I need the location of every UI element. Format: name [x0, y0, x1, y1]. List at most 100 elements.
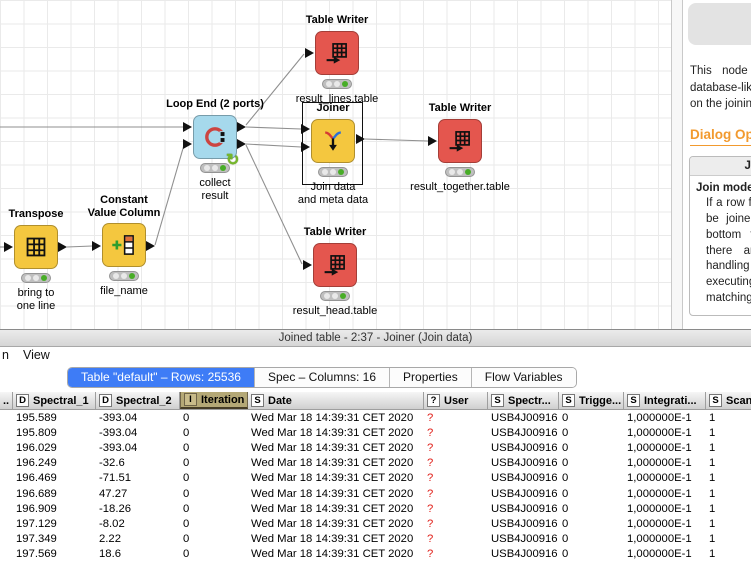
table-cell[interactable]: Wed Mar 18 14:39:31 CET 2020 [251, 533, 414, 546]
canvas-scrollbar[interactable] [671, 0, 683, 329]
table-cell[interactable]: 0 [562, 457, 569, 470]
table-cell[interactable]: USB4J00916 [491, 548, 558, 561]
table-cell[interactable]: -393.04 [99, 411, 138, 424]
table-cell[interactable]: 195.809 [16, 426, 57, 439]
table-cell[interactable]: ? [427, 502, 434, 515]
column-header-..[interactable]: .. [0, 392, 13, 409]
table-cell[interactable]: 196.469 [16, 472, 57, 485]
table-cell[interactable]: 1,000000E-1 [627, 487, 692, 500]
table-cell[interactable]: Wed Mar 18 14:39:31 CET 2020 [251, 472, 414, 485]
node-loop-end[interactable]: Loop End (2 ports) collect result [155, 98, 275, 203]
loop-end-icon[interactable] [193, 114, 237, 159]
table-cell[interactable]: 196.249 [16, 457, 57, 470]
table-cell[interactable]: 1 [709, 441, 716, 454]
tab-properties[interactable]: Properties [389, 367, 471, 387]
table-cell[interactable]: USB4J00916 [491, 502, 558, 515]
table-cell[interactable]: 1 [709, 426, 716, 439]
node-constant-value-column[interactable]: Constant Value Column file_name [64, 194, 184, 298]
table-cell[interactable]: ? [427, 548, 434, 561]
node-table-writer-bottom[interactable]: Table Writer result_head.table [275, 226, 395, 318]
table-cell[interactable]: 196.909 [16, 502, 57, 515]
table-cell[interactable]: 1 [709, 548, 716, 561]
table-cell[interactable]: USB4J00916 [491, 472, 558, 485]
tab-table-default[interactable]: Table "default" – Rows: 25536 [68, 367, 254, 387]
table-cell[interactable]: 0 [562, 502, 569, 515]
table-cell[interactable]: 195.589 [16, 411, 57, 424]
table-cell[interactable]: 0 [183, 517, 190, 530]
table-writer-icon[interactable] [315, 30, 359, 75]
table-cell[interactable]: Wed Mar 18 14:39:31 CET 2020 [251, 411, 414, 424]
table-cell[interactable]: 0 [183, 487, 190, 500]
menu-item-partial[interactable]: n [2, 347, 9, 362]
table-cell[interactable]: 196.029 [16, 441, 57, 454]
table-cell[interactable]: USB4J00916 [491, 487, 558, 500]
table-cell[interactable]: USB4J00916 [491, 517, 558, 530]
table-cell[interactable]: ? [427, 457, 434, 470]
table-cell[interactable]: 0 [562, 548, 569, 561]
table-cell[interactable]: 0 [562, 517, 569, 530]
node-transpose[interactable]: Transpose bring to one line [0, 208, 96, 313]
table-cell[interactable]: 1 [709, 517, 716, 530]
tab-spec[interactable]: Spec – Columns: 16 [253, 367, 390, 387]
table-cell[interactable]: 197.129 [16, 517, 57, 530]
table-cell[interactable]: 197.349 [16, 533, 57, 546]
table-cell[interactable]: 0 [562, 472, 569, 485]
table-cell[interactable]: -393.04 [99, 426, 138, 439]
table-cell[interactable]: 1,000000E-1 [627, 548, 692, 561]
table-cell[interactable]: -32.6 [99, 457, 125, 470]
table-cell[interactable]: 1,000000E-1 [627, 457, 692, 470]
table-cell[interactable]: -18.26 [99, 502, 132, 515]
table-cell[interactable]: 1,000000E-1 [627, 502, 692, 515]
table-cell[interactable]: 1 [709, 411, 716, 424]
column-header-Scans[interactable]: SScans [706, 392, 751, 409]
table-cell[interactable]: USB4J00916 [491, 411, 558, 424]
table-row[interactable]: 196.029 -393.04 0 Wed Mar 18 14:39:31 CET 2… [0, 440, 751, 455]
table-cell[interactable]: ? [427, 472, 434, 485]
table-cell[interactable]: 1,000000E-1 [627, 426, 692, 439]
table-cell[interactable]: USB4J00916 [491, 426, 558, 439]
table-cell[interactable]: 1 [709, 472, 716, 485]
table-cell[interactable]: 47.27 [99, 487, 128, 500]
table-cell[interactable]: 0 [183, 533, 190, 546]
table-cell[interactable]: 0 [183, 502, 190, 515]
table-cell[interactable]: 0 [562, 487, 569, 500]
table-cell[interactable]: Wed Mar 18 14:39:31 CET 2020 [251, 502, 414, 515]
table-cell[interactable]: 1 [709, 533, 716, 546]
table-cell[interactable]: 0 [183, 472, 190, 485]
table-cell[interactable]: Wed Mar 18 14:39:31 CET 2020 [251, 441, 414, 454]
table-cell[interactable]: 197.569 [16, 548, 57, 561]
node-table-writer-right[interactable]: Table Writer result_together.table [400, 102, 520, 194]
table-cell[interactable]: -8.02 [99, 517, 125, 530]
table-cell[interactable]: -393.04 [99, 441, 138, 454]
table-cell[interactable]: 1 [709, 502, 716, 515]
table-cell[interactable]: -71.51 [99, 472, 132, 485]
table-cell[interactable]: 1,000000E-1 [627, 533, 692, 546]
table-row[interactable]: 196.469 -71.51 0 Wed Mar 18 14:39:31 CET 20… [0, 471, 751, 486]
node-joiner[interactable]: Joiner Join data and meta data [273, 102, 393, 207]
table-cell[interactable]: 0 [562, 533, 569, 546]
joiner-icon[interactable] [311, 118, 355, 163]
table-cell[interactable]: Wed Mar 18 14:39:31 CET 2020 [251, 517, 414, 530]
table-writer-icon[interactable] [313, 242, 357, 287]
table-cell[interactable]: Wed Mar 18 14:39:31 CET 2020 [251, 426, 414, 439]
table-cell[interactable]: 1,000000E-1 [627, 472, 692, 485]
transpose-icon[interactable] [14, 224, 58, 269]
table-cell[interactable]: 0 [562, 441, 569, 454]
table-row[interactable]: 197.129 -8.02 0 Wed Mar 18 14:39:31 CET 202… [0, 516, 751, 531]
table-cell[interactable]: 1 [709, 487, 716, 500]
table-cell[interactable]: USB4J00916 [491, 457, 558, 470]
table-cell[interactable]: 1,000000E-1 [627, 517, 692, 530]
